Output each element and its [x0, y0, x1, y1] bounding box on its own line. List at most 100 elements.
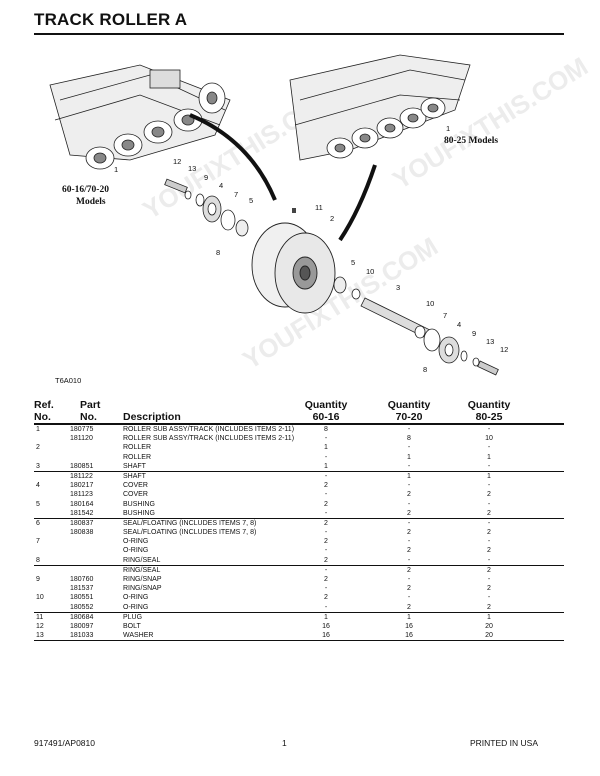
cell-q2: - — [407, 538, 411, 546]
cell-q1: - — [324, 547, 328, 555]
cell-q1: - — [324, 491, 328, 499]
cell-q3: - — [487, 576, 491, 583]
callout-5-right: 5 — [351, 258, 355, 267]
cell-q1: - — [324, 509, 328, 517]
header-ref-line1: Ref. — [34, 399, 54, 411]
cell-part: 181120 — [70, 435, 93, 443]
cell-q1: 2 — [324, 594, 328, 602]
cell-desc: RING/SEAL — [123, 566, 161, 574]
cell-q3: - — [487, 482, 491, 490]
cell-part: 181033 — [70, 632, 94, 640]
cell-desc: ROLLER SUB ASSY/TRACK (INCLUDES ITEMS 2-… — [123, 435, 295, 443]
cell-q3: - — [487, 462, 491, 470]
cell-q3: 1 — [487, 472, 491, 480]
seal-shape-right — [423, 328, 441, 352]
cell-ref: 1 — [36, 426, 40, 433]
cell-desc: COVER — [123, 482, 148, 490]
cell-q3: 2 — [487, 566, 491, 574]
cell-q2: 2 — [407, 529, 411, 537]
cell-q2: 1 — [407, 613, 411, 621]
cell-q2: 16 — [405, 632, 413, 640]
cell-q3: 1 — [487, 453, 491, 461]
callout-4-left: 4 — [219, 181, 223, 190]
callout-7-left: 7 — [234, 190, 238, 199]
cell-q1: - — [324, 453, 328, 461]
cell-q2: - — [407, 444, 411, 452]
cell-q2: - — [407, 462, 411, 470]
cell-desc: SHAFT — [123, 462, 146, 470]
cell-q2: - — [407, 426, 411, 433]
footer-page-number: 1 — [282, 738, 287, 748]
callout-13-left: 13 — [188, 164, 196, 173]
cell-q3: - — [487, 444, 491, 452]
cell-q2: 2 — [407, 547, 411, 555]
cell-q1: 1 — [324, 613, 328, 621]
left-parts-stack — [164, 178, 249, 237]
title-rule — [34, 33, 564, 35]
left-track-frame-drawing — [49, 64, 231, 170]
cell-desc: COVER — [123, 491, 148, 499]
cell-part: 180760 — [70, 576, 94, 583]
cell-desc: PLUG — [123, 613, 143, 621]
cell-part: 180551 — [70, 594, 94, 602]
cell-q3: - — [487, 426, 491, 433]
cell-part: 180164 — [70, 500, 94, 508]
table-row: 180838 SEAL/FLOATING (INCLUDES ITEMS 7, 8… — [34, 528, 564, 537]
callout-11: 11 — [315, 203, 323, 212]
footer-doc-code: 917491/AP0810 — [34, 738, 95, 748]
cell-q3: 2 — [487, 509, 491, 517]
callout-12-right: 12 — [500, 345, 508, 354]
footer-printed: PRINTED IN USA — [470, 738, 539, 748]
cell-part: 180837 — [70, 519, 94, 527]
cell-desc: ROLLER — [123, 453, 152, 461]
cell-q2: - — [407, 482, 411, 490]
table-header: Ref. No. Part No. Description Quantity 6… — [34, 398, 564, 425]
cell-ref: 6 — [36, 519, 40, 527]
cell-q1: 2 — [324, 538, 328, 546]
cell-desc: O-RING — [123, 603, 149, 611]
cell-q2: 2 — [407, 603, 411, 611]
o-ring-shape-right-a — [351, 288, 361, 300]
header-q1-line1: Quantity — [304, 399, 348, 411]
table-row: 181120 ROLLER SUB ASSY/TRACK (INCLUDES IT… — [34, 434, 564, 443]
cell-desc: SEAL/FLOATING (INCLUDES ITEMS 7, 8) — [123, 529, 257, 537]
cell-desc: BUSHING — [123, 500, 155, 508]
cell-q1: - — [324, 585, 328, 593]
cell-part: 180838 — [70, 529, 94, 537]
cell-q3: - — [487, 594, 491, 602]
bushing-shape-right — [333, 276, 347, 294]
exploded-parts-diagram: YOUFIXTHIS.COM YOUFIXTHIS.COM YOUFIXTHIS… — [0, 40, 600, 395]
cell-q1: 2 — [324, 482, 328, 490]
cell-ref: 8 — [36, 556, 40, 564]
cell-q3: 2 — [487, 603, 491, 611]
roller-shape — [251, 222, 336, 314]
right-leader-arc — [338, 164, 377, 242]
cell-desc: RING/SNAP — [123, 585, 162, 593]
left-leader-arc — [189, 113, 277, 201]
cell-q1: 1 — [324, 444, 328, 452]
cell-q2: 2 — [407, 566, 411, 574]
cell-q3: 1 — [487, 613, 491, 621]
callout-10-right-b: 10 — [426, 299, 434, 308]
callout-1-right: 1 — [446, 124, 450, 133]
seal-shape-left — [220, 209, 236, 231]
cell-ref: 4 — [36, 482, 40, 490]
bolt-shape-right — [477, 360, 499, 376]
header-part-line2: No. — [80, 411, 97, 423]
snap-ring-shape-right — [460, 350, 468, 362]
cell-q1: 16 — [322, 632, 330, 640]
cell-q3: - — [487, 500, 491, 508]
